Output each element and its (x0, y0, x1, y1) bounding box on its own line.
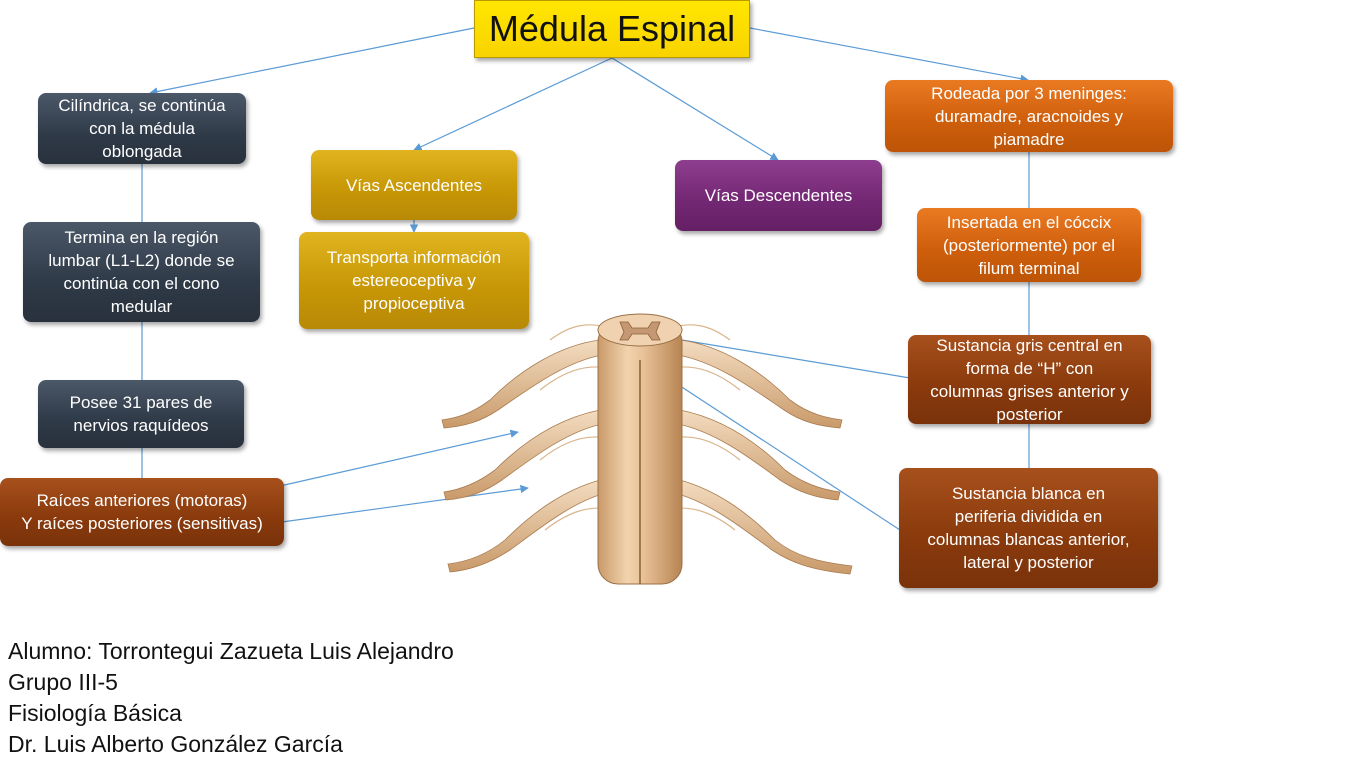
node-termina: Termina en la región lumbar (L1-L2) dond… (23, 222, 260, 322)
footer-grupo: Grupo III-5 (8, 669, 118, 695)
footer-alumno: Alumno: Torrontegui Zazueta Luis Alejand… (8, 638, 454, 664)
node-vias-ascendentes: Vías Ascendentes (311, 150, 517, 220)
spinal-cord-illustration (441, 313, 853, 585)
node-meninges: Rodeada por 3 meninges: duramadre, aracn… (885, 80, 1173, 152)
footer-materia: Fisiología Básica (8, 700, 182, 726)
node-vias-descendentes: Vías Descendentes (675, 160, 882, 231)
node-raices: Raíces anteriores (motoras) Y raíces pos… (0, 478, 284, 546)
node-coccix: Insertada en el cóccix (posteriormente) … (917, 208, 1141, 282)
node-sustancia-blanca: Sustancia blanca en periferia dividida e… (899, 468, 1158, 588)
footer: Alumno: Torrontegui Zazueta Luis Alejand… (8, 636, 454, 760)
node-sustancia-gris: Sustancia gris central en forma de “H” c… (908, 335, 1151, 424)
node-pares: Posee 31 pares de nervios raquídeos (38, 380, 244, 448)
node-transporta: Transporta información estereoceptiva y … (299, 232, 529, 329)
page-title: Médula Espinal (474, 0, 750, 58)
node-cilindrica: Cilíndrica, se continúa con la médula ob… (38, 93, 246, 164)
footer-doctor: Dr. Luis Alberto González García (8, 731, 343, 757)
